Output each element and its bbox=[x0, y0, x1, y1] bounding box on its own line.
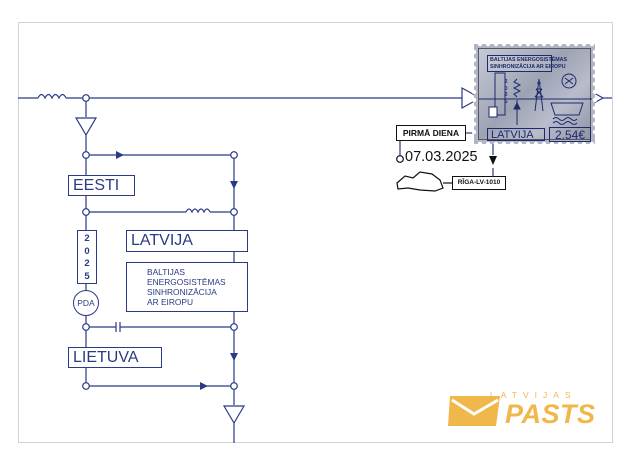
postmark-label: PIRMĀ DIENA bbox=[396, 125, 466, 141]
description-line: ENERGOSISTĒMAS bbox=[147, 277, 226, 287]
latvia-map-icon bbox=[396, 171, 444, 192]
node-circle-icon bbox=[82, 94, 404, 390]
gear-icon bbox=[561, 73, 577, 89]
triangle-arrow-icon bbox=[222, 405, 246, 425]
description-line: BALTIJAS bbox=[147, 267, 186, 277]
label-lietuva: LIETUVA bbox=[68, 347, 162, 368]
year-digit: 2 bbox=[84, 233, 90, 244]
resistor-icon bbox=[512, 78, 522, 98]
envelope-logo-icon bbox=[448, 396, 500, 426]
triangle-arrow-icon bbox=[74, 117, 98, 137]
stamp-title-line: BALTIJAS ENERGOSISTĒMAS bbox=[490, 57, 568, 63]
inductor-coil-icon bbox=[185, 208, 211, 214]
triangle-arrow-icon bbox=[461, 86, 482, 110]
postmark-date: 07.03.2025 bbox=[405, 149, 478, 165]
hydro-dam-icon bbox=[550, 102, 584, 116]
description-line: SINHRONIZĀCIJA bbox=[147, 287, 217, 297]
stamp-country: LATVIJA bbox=[487, 128, 545, 141]
postmark-place: RĪGA-LV-1010 bbox=[452, 176, 506, 190]
description-box: BALTIJAS ENERGOSISTĒMAS SINHRONIZĀCIJA A… bbox=[126, 262, 248, 312]
stamp-artwork bbox=[479, 72, 592, 125]
inductor-coil-icon bbox=[37, 93, 67, 100]
stamp-value: 2.54€ bbox=[549, 127, 591, 142]
year-digit: 2 bbox=[84, 258, 90, 269]
year-digit: 0 bbox=[84, 245, 90, 257]
postage-stamp: BALTIJAS ENERGOSISTĒMAS SINHRONIZĀCIJA A… bbox=[472, 42, 597, 146]
description-line: AR EIROPU bbox=[147, 297, 194, 307]
stamp-year-digit: 5 bbox=[504, 98, 508, 105]
stamp-year-digit: 2 bbox=[504, 79, 508, 85]
stamp-year-digit: 0 bbox=[504, 85, 508, 92]
stamp-title: BALTIJAS ENERGOSISTĒMAS SINHRONIZĀCIJA A… bbox=[487, 55, 568, 72]
logo-subtitle: LATVIJAS bbox=[490, 390, 577, 400]
logo-name: PASTS bbox=[505, 399, 596, 429]
power-pylon-icon bbox=[534, 78, 544, 112]
label-latvija: LATVIJA bbox=[126, 230, 248, 252]
year-box: 2 0 2 5 bbox=[77, 230, 97, 284]
label-eesti: EESTI bbox=[68, 175, 135, 196]
stamp-year: 2 0 2 5 bbox=[501, 79, 511, 105]
stamp-face: BALTIJAS ENERGOSISTĒMAS SINHRONIZĀCIJA A… bbox=[478, 48, 592, 142]
stamp-year-digit: 2 bbox=[504, 92, 508, 99]
stamp-title-line: SINHRONIZĀCIJA AR EIROPU bbox=[490, 63, 566, 70]
year-digit: 5 bbox=[84, 270, 90, 282]
pda-badge: PDA bbox=[73, 290, 99, 316]
